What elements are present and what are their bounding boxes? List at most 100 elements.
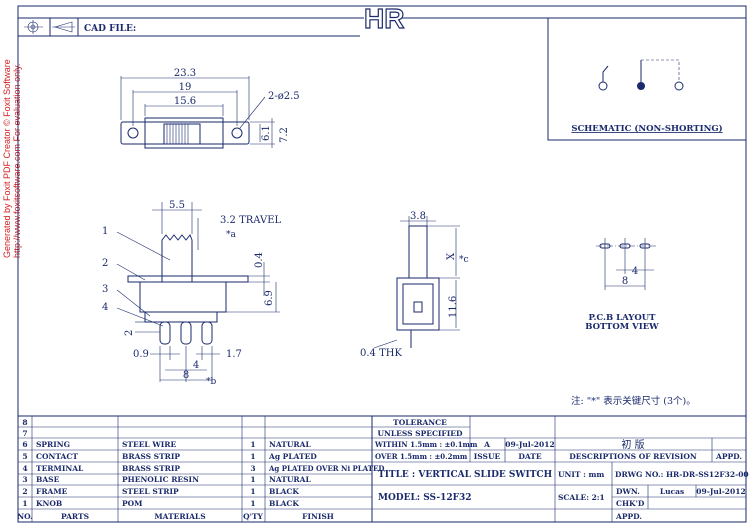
- callout-3: 3: [102, 284, 108, 295]
- bom-material: PHENOLIC RESIN: [122, 475, 199, 484]
- dwn-name: Lucas: [660, 487, 684, 496]
- bom-no: 5: [22, 452, 27, 461]
- dim-top-mid: 19: [179, 82, 192, 93]
- bom-header-materials: MATERIALS: [154, 512, 205, 521]
- thk-label: 0.4 THK: [360, 348, 402, 359]
- travel-note: *a: [226, 230, 237, 240]
- tol-line-2: OVER 1.5mm : ±0.2mm: [375, 452, 468, 461]
- bom-no: 4: [22, 464, 27, 473]
- bom-no: 1: [22, 499, 27, 508]
- bom-no: 6: [22, 440, 27, 449]
- pcb-layout: 4 8 P.C.B LAYOUT BOTTOM VIEW: [585, 238, 659, 332]
- issue-value: A: [483, 440, 490, 449]
- bom-part: TERMINAL: [36, 464, 84, 473]
- bom-part: BASE: [36, 475, 60, 484]
- note-b: *b: [206, 377, 217, 387]
- bom-header-no: NO.: [17, 512, 33, 521]
- bom-finish: Ag PLATED OVER Ni PLATED: [268, 464, 384, 473]
- bom-rows: 8 7 6 SPRING STEEL WIRE 1 NATURAL 5 CONT…: [17, 418, 384, 521]
- date-label: DATE: [518, 452, 541, 461]
- dim-04: 0.4: [254, 252, 265, 268]
- title-text: TITLE : VERTICAL SLIDE SWITCH: [378, 470, 553, 480]
- dim-top-overall: 23.3: [174, 68, 196, 79]
- bom-part: SPRING: [36, 440, 70, 449]
- callout-4: 4: [102, 302, 108, 313]
- bom-material: STEEL STRIP: [122, 487, 179, 496]
- watermark-line-2: http://www.foxitsoftware.com For evaluat…: [12, 64, 22, 258]
- bom-no: 3: [22, 475, 27, 484]
- bom-qty: 1: [250, 499, 255, 508]
- schematic-panel: SCHEMATIC (NON-SHORTING): [547, 17, 747, 141]
- dwn-label: DWN.: [616, 487, 640, 496]
- dim-4: 4: [193, 360, 199, 371]
- dim-top-w1: 6.1: [261, 125, 272, 141]
- pcb-dim-4: 4: [632, 266, 638, 277]
- bom-material: POM: [122, 499, 142, 508]
- key-dimension-note: 注: "*" 表示关键尺寸 (3个)。: [571, 395, 696, 407]
- bom-part: FRAME: [36, 487, 68, 496]
- bom-finish: BLACK: [269, 499, 299, 508]
- revision-desc: 初 版: [621, 438, 644, 451]
- dim-09: 0.9: [133, 349, 149, 360]
- dim-8: 8: [183, 370, 189, 381]
- bom-material: BRASS STRIP: [122, 452, 180, 461]
- dim-17: 1.7: [226, 349, 242, 360]
- bom-qty: 1: [250, 452, 255, 461]
- side-view: 3.8 X *c 11.6 0.4 THK: [360, 211, 469, 359]
- tol-line-1: WITHIN 1.5mm : ±0.1mm: [374, 440, 478, 449]
- x-label: X: [446, 252, 457, 260]
- model-text: MODEL: SS-12F32: [378, 493, 472, 503]
- unit-text: UNIT : mm: [558, 470, 604, 479]
- dwn-date: 09-Jul-2012: [696, 487, 745, 496]
- appd-label: APPD.: [715, 452, 742, 461]
- dim-top-hole: 2-ø2.5: [268, 91, 300, 102]
- bom-header-finish: FINISH: [302, 512, 334, 521]
- bom-qty: 1: [250, 475, 255, 484]
- desc-label: DESCRIPTIONS OF REVISION: [569, 452, 697, 461]
- dim-top-inner: 15.6: [174, 96, 196, 107]
- bom-qty: 1: [250, 440, 255, 449]
- watermark: Generated by Foxit PDF Creator © Foxit S…: [2, 59, 22, 258]
- dim-side-38: 3.8: [410, 211, 426, 222]
- top-view: 23.3 19 15.6 2-ø2.5 6.1 7.2: [120, 68, 300, 149]
- bom-no: 7: [22, 429, 27, 438]
- bom-header-parts: PARTS: [61, 512, 89, 521]
- dim-69: 6.9: [264, 290, 275, 306]
- dim-knob: 5.5: [169, 200, 185, 211]
- bom-no: 8: [22, 418, 27, 427]
- chkd-label: CHK'D: [616, 499, 645, 508]
- pcb-title-1: P.C.B LAYOUT: [588, 313, 656, 323]
- bom-table: 8 7 6 SPRING STEEL WIRE 1 NATURAL 5 CONT…: [17, 415, 746, 522]
- hr-logo-text: HR: [364, 3, 404, 34]
- bom-finish: NATURAL: [269, 440, 311, 449]
- title-block: TOLERANCE UNLESS SPECIFIED WITHIN 1.5mm …: [372, 416, 749, 522]
- note-c: *c: [459, 255, 469, 265]
- schematic-title: SCHEMATIC (NON-SHORTING): [571, 123, 722, 134]
- bom-material: BRASS STRIP: [122, 464, 180, 473]
- date-value: 09-Jul-2012: [505, 440, 554, 449]
- bom-material: STEEL WIRE: [122, 440, 176, 449]
- bom-finish: BLACK: [269, 487, 299, 496]
- bom-part: CONTACT: [36, 452, 78, 461]
- appd2-label: APPD.: [615, 512, 642, 521]
- header-cad-box: CAD FILE:: [18, 17, 360, 37]
- tol-title-2: UNLESS SPECIFIED: [378, 429, 463, 438]
- dim-2: 2: [124, 330, 135, 336]
- callout-1: 1: [102, 226, 108, 237]
- dim-side-116: 11.6: [448, 296, 459, 318]
- pcb-dim-8: 8: [622, 276, 628, 287]
- bom-finish: NATURAL: [269, 475, 311, 484]
- callout-2: 2: [102, 258, 108, 269]
- pcb-title-2: BOTTOM VIEW: [585, 322, 659, 332]
- bom-part: KNOB: [36, 499, 62, 508]
- schematic-terminal-left: [598, 81, 608, 91]
- dim-top-w2: 7.2: [279, 127, 290, 143]
- front-view: 5.5 3.2 TRAVEL *a 0.4 6.9 1 2 3 4 2 0.9 …: [102, 200, 282, 387]
- cad-file-label: CAD FILE:: [84, 24, 136, 34]
- projection-symbol-icon: [24, 20, 75, 34]
- scale-text: SCALE: 2:1: [558, 493, 605, 502]
- drwg-text: DRWG NO.: HR-DR-SS12F32-00: [615, 470, 749, 479]
- travel-label: 3.2 TRAVEL: [220, 215, 282, 226]
- issue-label: ISSUE: [474, 452, 501, 461]
